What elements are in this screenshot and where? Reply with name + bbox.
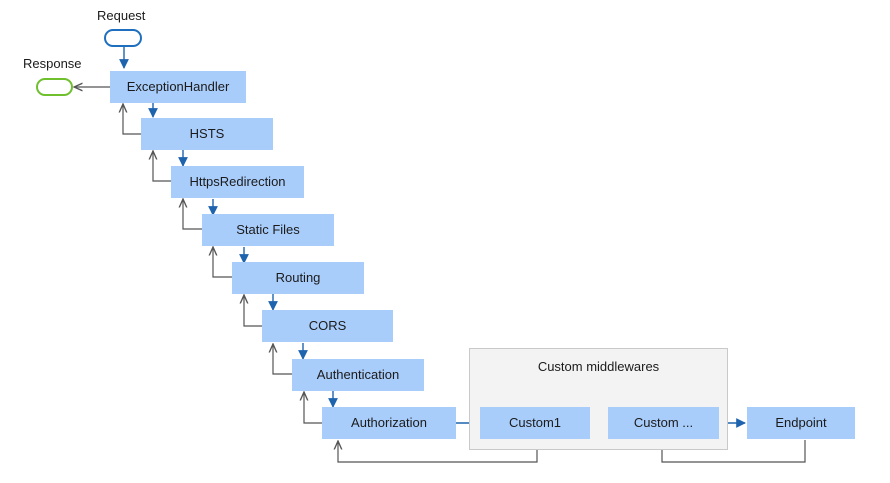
request-terminal <box>104 29 142 47</box>
middleware-authentication: Authentication <box>292 359 424 391</box>
response-terminal <box>36 78 73 96</box>
middleware-exception-handler: ExceptionHandler <box>110 71 246 103</box>
response-label: Response <box>23 56 82 71</box>
request-label: Request <box>97 8 146 23</box>
middleware-routing: Routing <box>232 262 364 294</box>
endpoint: Endpoint <box>747 407 855 439</box>
middleware-authorization: Authorization <box>322 407 456 439</box>
middleware-cors: CORS <box>262 310 393 342</box>
middleware-static-files: Static Files <box>202 214 334 246</box>
middleware-hsts: HSTS <box>141 118 273 150</box>
middleware-custom1: Custom1 <box>480 407 590 439</box>
middleware-custom-more: Custom ... <box>608 407 719 439</box>
custom-middlewares-title: Custom middlewares <box>537 359 660 374</box>
middleware-https-redirection: HttpsRedirection <box>171 166 304 198</box>
